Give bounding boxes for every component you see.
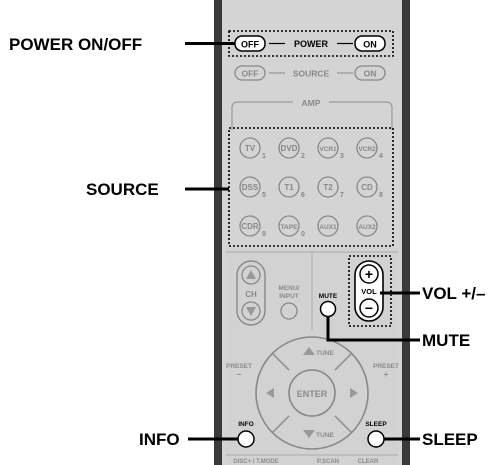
- dpad-outer-ring: [255, 336, 369, 450]
- source-button-tv[interactable]: [239, 137, 261, 159]
- mute-button-label: MUTE: [319, 293, 338, 300]
- ch-up-arrow-icon: [246, 270, 256, 279]
- dpad-divider-4: [334, 415, 353, 434]
- source-button-aux1[interactable]: [317, 215, 339, 237]
- up-arrow-icon[interactable]: [303, 347, 315, 355]
- source-button-number: 0: [301, 231, 305, 238]
- menu-input-button[interactable]: [280, 302, 298, 320]
- power-on-button[interactable]: [354, 35, 386, 52]
- left-arrow-icon[interactable]: [266, 388, 274, 398]
- tune-down-label: TUNE: [316, 432, 334, 439]
- source-button-label: T2: [323, 183, 333, 192]
- source-button-dvd[interactable]: [278, 137, 300, 159]
- menu-label-line1: MENU/: [279, 285, 300, 292]
- source-button-number: 1: [262, 153, 266, 160]
- source-button-dss[interactable]: [239, 176, 261, 198]
- power-off-label: OFF: [241, 40, 259, 50]
- dpad-divider-1: [271, 352, 290, 371]
- vol-callout-label: VOL +/–: [422, 284, 485, 303]
- tune-up-label: TUNE: [316, 350, 334, 357]
- source-button-vcr1[interactable]: [317, 137, 339, 159]
- mute-callout-line: [326, 316, 420, 342]
- ch-down-arrow-icon: [246, 307, 256, 316]
- ch-up-button[interactable]: [241, 265, 261, 285]
- vol-down-button[interactable]: [359, 298, 379, 318]
- preset-left-label: PRESET: [226, 363, 252, 370]
- amp-label: AMP: [302, 98, 321, 108]
- vol-label: VOL: [361, 287, 377, 296]
- source-button-number: 7: [340, 192, 344, 199]
- enter-label: ENTER: [297, 389, 328, 399]
- vol-minus-icon: −: [365, 300, 373, 316]
- source-button-label: VCR1: [319, 146, 337, 153]
- ch-label: CH: [245, 290, 257, 299]
- source-on-button[interactable]: [354, 65, 386, 81]
- amp-group-outline: [231, 101, 393, 130]
- source-button-number: 8: [379, 192, 383, 199]
- vol-highlight-box: [348, 255, 392, 327]
- source-button-label: TAPE: [281, 224, 299, 231]
- bottom-label-clear: CLEAR: [358, 459, 379, 465]
- dpad-divider-3: [271, 415, 290, 434]
- bottom-label-pscan: P.SCAN: [317, 459, 339, 465]
- source-button-number: 4: [379, 153, 383, 160]
- menu-label-line2: INPUT: [279, 293, 299, 300]
- ch-down-button[interactable]: [241, 301, 261, 321]
- source-button-cd[interactable]: [356, 176, 378, 198]
- source-button-label: T1: [284, 183, 294, 192]
- source-button-label: TV: [245, 144, 256, 153]
- source-highlight-box: [228, 127, 394, 247]
- sleep-button-label: SLEEP: [365, 421, 387, 428]
- source-button-vcr2[interactable]: [356, 137, 378, 159]
- power-row-label: POWER: [294, 39, 329, 49]
- source-button-label: DSS: [242, 183, 259, 192]
- source-button-label: AUX1: [319, 224, 337, 231]
- enter-button[interactable]: [288, 369, 336, 417]
- source-button-label: CD: [361, 183, 373, 192]
- source-button-number: 2: [301, 153, 305, 160]
- source-off-button[interactable]: [234, 65, 266, 81]
- source-button-number: 6: [301, 192, 305, 199]
- source-button-t2[interactable]: [317, 176, 339, 198]
- down-arrow-icon[interactable]: [303, 430, 315, 438]
- source-button-cdr[interactable]: [239, 215, 261, 237]
- info-button-label: INFO: [238, 421, 254, 428]
- mute-button[interactable]: [319, 300, 337, 318]
- source-button-t1[interactable]: [278, 176, 300, 198]
- source-button-label: VCR2: [358, 146, 376, 153]
- source-on-label: ON: [364, 69, 377, 79]
- source-button-aux2[interactable]: [356, 215, 378, 237]
- preset-right-label: PRESET: [373, 363, 399, 370]
- sleep-callout-label: SLEEP: [422, 430, 478, 449]
- ch-rocker: [236, 260, 266, 326]
- right-arrow-icon[interactable]: [350, 388, 358, 398]
- info-button[interactable]: [237, 430, 255, 448]
- mute-callout-label: MUTE: [422, 331, 470, 350]
- vol-up-button[interactable]: [359, 264, 379, 284]
- source-button-number: 5: [262, 192, 266, 199]
- source-button-tape[interactable]: [278, 215, 300, 237]
- power-on-label: ON: [363, 40, 377, 50]
- source-button-label: AUX2: [358, 224, 376, 231]
- vol-plus-icon: +: [365, 266, 373, 282]
- source-button-label: DVD: [281, 144, 298, 153]
- dpad-divider-2: [334, 352, 353, 371]
- source-button-label: CDR: [241, 222, 259, 231]
- source-row-label: SOURCE: [293, 69, 330, 79]
- source-button-number: 9: [262, 231, 266, 238]
- source-button-number: 3: [340, 153, 344, 160]
- power-callout-label: POWER ON/OFF: [9, 35, 142, 54]
- info-callout-label: INFO: [139, 430, 180, 449]
- source-off-label: OFF: [242, 69, 259, 79]
- bottom-label-disc: DISC+ / T.MODE: [233, 459, 279, 465]
- source-callout-label: SOURCE: [86, 180, 159, 199]
- sleep-button[interactable]: [367, 430, 385, 448]
- preset-right-sign: +: [384, 370, 389, 379]
- preset-left-sign: −: [237, 370, 242, 379]
